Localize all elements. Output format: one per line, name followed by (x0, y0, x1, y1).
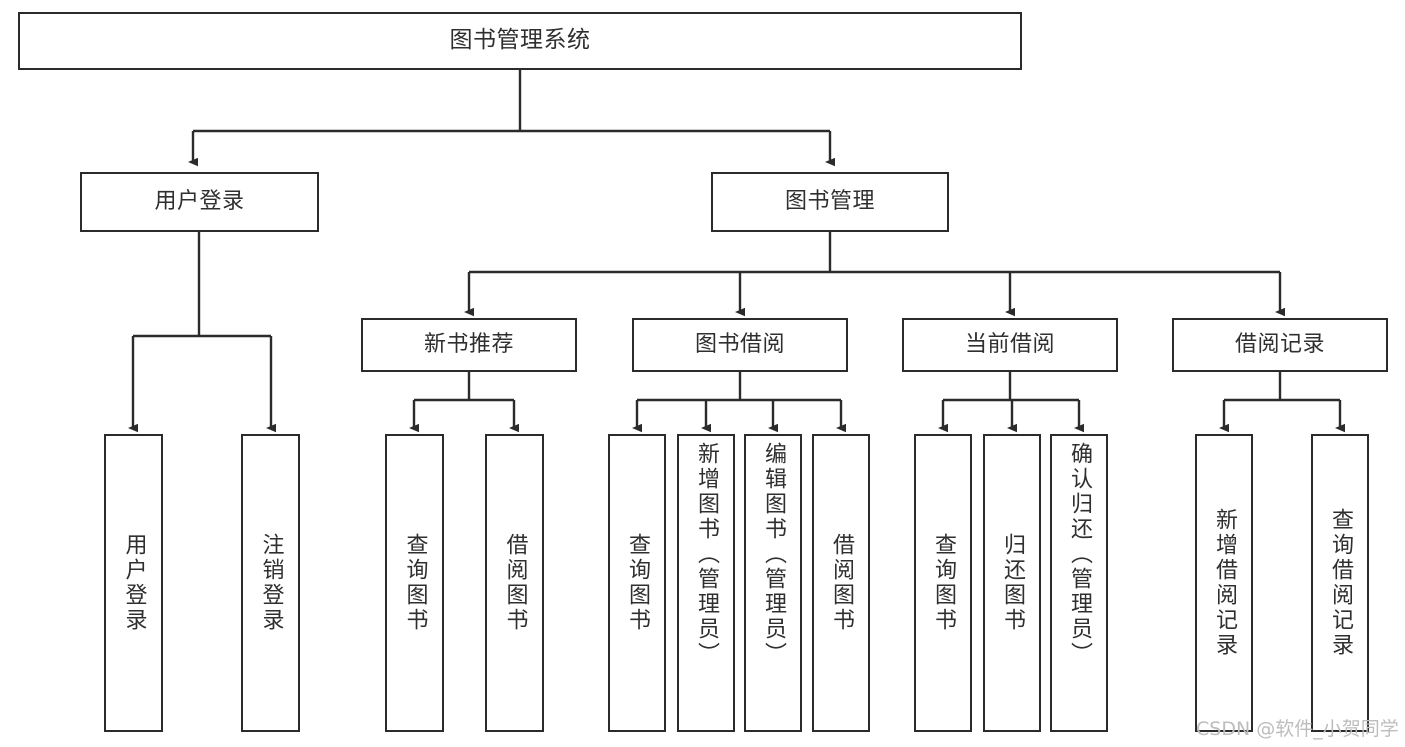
leaf-borrow-query-book[interactable]: 查询图书 (608, 434, 666, 732)
node-label: 新书推荐 (423, 331, 514, 357)
leaf-new-book-query-book[interactable]: 查询图书 (385, 434, 444, 732)
node-label: 新增借阅记录 (1212, 508, 1237, 658)
node-root-book-management-system[interactable]: 图书管理系统 (18, 12, 1022, 70)
leaf-current-query-book[interactable]: 查询图书 (914, 434, 972, 732)
leaf-borrow-add-book-admin[interactable]: 新增图书（管理员） (677, 434, 735, 732)
node-label: 查询图书 (931, 533, 956, 633)
node-label: 图书管理系统 (449, 27, 591, 54)
csdn-watermark: CSDN @软件_小贺同学 (1196, 718, 1399, 740)
node-label: 确认归还（管理员） (1067, 442, 1092, 667)
node-current-borrowing[interactable]: 当前借阅 (902, 318, 1118, 372)
node-label: 用户登录 (121, 533, 147, 633)
leaf-borrow-edit-book-admin[interactable]: 编辑图书（管理员） (744, 434, 802, 732)
node-label: 新增图书（管理员） (694, 442, 719, 667)
node-label: 借阅图书 (502, 533, 528, 633)
node-label: 借阅记录 (1234, 331, 1325, 357)
leaf-record-query-borrow-record[interactable]: 查询借阅记录 (1311, 434, 1369, 732)
leaf-user-login-logout[interactable]: 注销登录 (241, 434, 300, 732)
node-label: 图书借阅 (694, 331, 785, 357)
node-book-management[interactable]: 图书管理 (711, 172, 949, 232)
leaf-record-add-borrow-record[interactable]: 新增借阅记录 (1195, 434, 1253, 732)
node-label: 注销登录 (258, 533, 284, 633)
node-label: 查询图书 (402, 533, 428, 633)
node-label: 查询图书 (625, 533, 650, 633)
node-user-login[interactable]: 用户登录 (80, 172, 319, 232)
node-label: 当前借阅 (964, 331, 1055, 357)
node-book-borrowing[interactable]: 图书借阅 (632, 318, 848, 372)
node-new-book-recommendation[interactable]: 新书推荐 (361, 318, 577, 372)
node-label: 用户登录 (154, 188, 245, 214)
leaf-user-login-login[interactable]: 用户登录 (104, 434, 163, 732)
leaf-current-return-book[interactable]: 归还图书 (983, 434, 1041, 732)
node-label: 归还图书 (1000, 533, 1025, 633)
node-label: 编辑图书（管理员） (761, 442, 786, 667)
leaf-current-confirm-return-admin[interactable]: 确认归还（管理员） (1050, 434, 1108, 732)
node-borrow-records[interactable]: 借阅记录 (1172, 318, 1388, 372)
node-label: 借阅图书 (829, 533, 854, 633)
node-label: 图书管理 (784, 188, 875, 214)
leaf-new-book-borrow-book[interactable]: 借阅图书 (485, 434, 544, 732)
leaf-borrow-borrow-book[interactable]: 借阅图书 (812, 434, 870, 732)
node-label: 查询借阅记录 (1328, 508, 1353, 658)
